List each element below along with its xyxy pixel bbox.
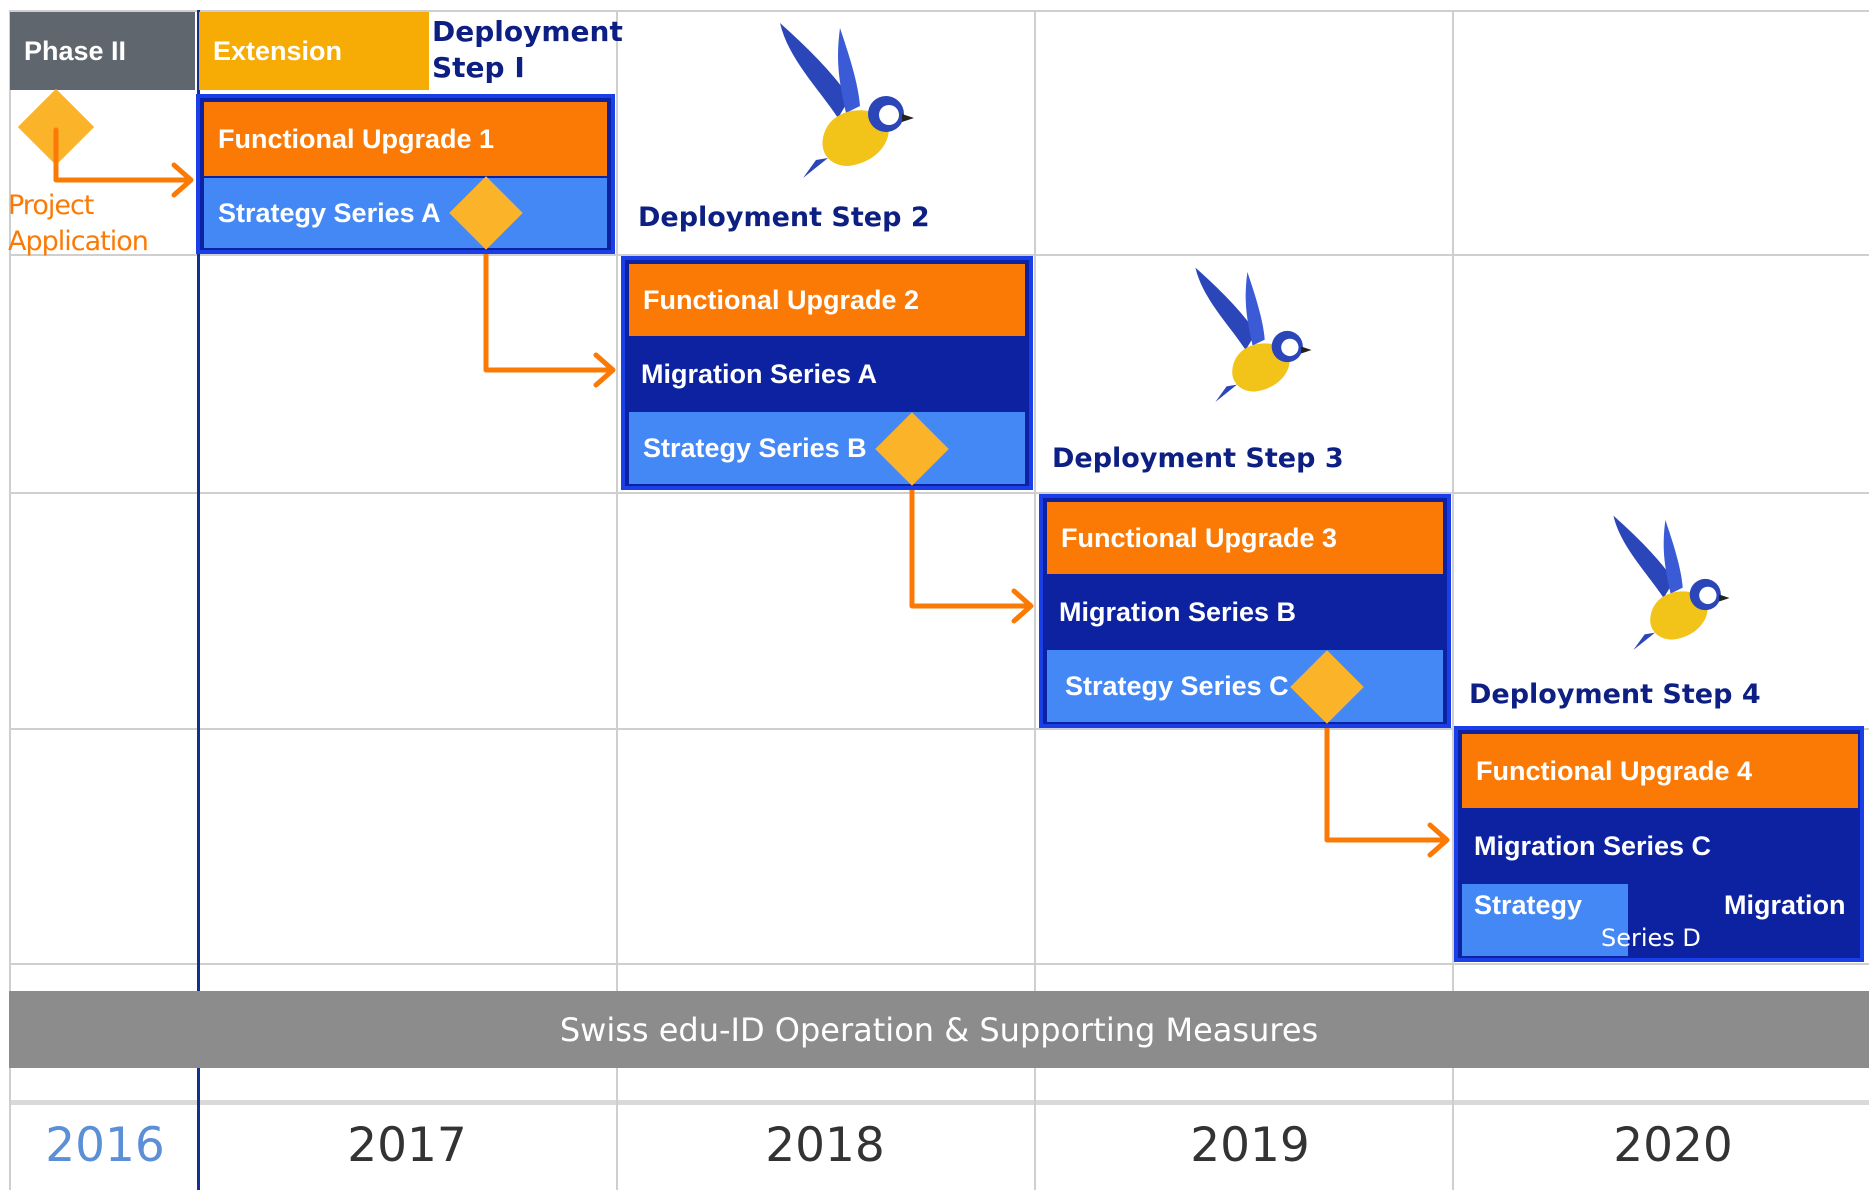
phase-label: Phase II bbox=[10, 12, 195, 90]
functional-upgrade-2: Functional Upgrade 2 bbox=[629, 264, 1025, 336]
grid-row-line-2 bbox=[10, 492, 1869, 494]
grid-top-line bbox=[10, 10, 1869, 12]
arrow-head-step1 bbox=[171, 162, 194, 198]
bird-icon bbox=[780, 23, 914, 178]
year-2019: 2019 bbox=[1190, 1118, 1310, 1173]
grid-row-line-4 bbox=[10, 963, 1869, 965]
functional-upgrade-4: Functional Upgrade 4 bbox=[1462, 734, 1858, 808]
deployment-step-3-label: Deployment Step 3 bbox=[1052, 443, 1344, 474]
year-2017: 2017 bbox=[347, 1118, 467, 1173]
arrow-head-step3 bbox=[1011, 588, 1034, 624]
operation-bar: Swiss edu-ID Operation & Supporting Meas… bbox=[9, 991, 1869, 1068]
migration-series-c: Migration Series C bbox=[1460, 810, 1858, 882]
project-application-line1: Project bbox=[8, 190, 94, 221]
migration-series-b: Migration Series B bbox=[1045, 576, 1445, 648]
arrow-to-step4 bbox=[1324, 719, 1449, 843]
year-2018: 2018 bbox=[765, 1118, 885, 1173]
migration-d-label: Migration bbox=[1724, 890, 1846, 920]
strategy-series-c: Strategy Series C bbox=[1047, 650, 1443, 722]
step2-box: Functional Upgrade 2 Migration Series A … bbox=[621, 256, 1033, 490]
strategy-d-label: Strategy bbox=[1474, 890, 1583, 920]
grid-row-line-5 bbox=[10, 1100, 1869, 1105]
step4-box: Functional Upgrade 4 Migration Series C … bbox=[1454, 726, 1864, 962]
grid-row-line-3 bbox=[10, 728, 1869, 730]
grid-row-line-1 bbox=[10, 254, 1869, 256]
extension-label: Extension bbox=[199, 12, 429, 90]
migration-series-a: Migration Series A bbox=[627, 338, 1027, 410]
grid-col-line-2020 bbox=[1452, 10, 1454, 1190]
functional-upgrade-3: Functional Upgrade 3 bbox=[1047, 502, 1443, 574]
functional-upgrade-1: Functional Upgrade 1 bbox=[204, 102, 607, 176]
arrow-to-step3 bbox=[909, 482, 1033, 609]
arrow-to-step1 bbox=[53, 127, 193, 183]
phase-start-line bbox=[197, 10, 200, 1190]
strategy-series-a: Strategy Series A bbox=[204, 178, 607, 248]
bird-icon bbox=[1195, 267, 1312, 402]
year-2020: 2020 bbox=[1613, 1118, 1733, 1173]
grid-col-line-2018 bbox=[616, 10, 618, 1190]
deployment-step-4-label: Deployment Step 4 bbox=[1469, 679, 1761, 710]
year-2016: 2016 bbox=[45, 1118, 165, 1173]
step1-box: Functional Upgrade 1 Strategy Series A bbox=[196, 94, 615, 254]
deployment-step-1-label: Deployment Step I bbox=[432, 15, 623, 84]
arrow-head-step4 bbox=[1427, 822, 1450, 858]
deployment-step-2-label: Deployment Step 2 bbox=[638, 202, 930, 233]
series-d-label: Series D bbox=[1601, 924, 1701, 952]
grid-col-line-2019 bbox=[1034, 10, 1036, 1190]
operation-bar-label: Swiss edu-ID Operation & Supporting Meas… bbox=[559, 1010, 1319, 1049]
project-application-label: Project Application bbox=[8, 188, 149, 260]
bird-icon bbox=[1613, 515, 1730, 650]
strategy-series-d-block bbox=[1462, 884, 1628, 956]
arrow-to-step2 bbox=[483, 247, 615, 373]
step3-box: Functional Upgrade 3 Migration Series B … bbox=[1039, 494, 1451, 728]
project-application-line2: Application bbox=[8, 226, 149, 257]
strategy-series-b: Strategy Series B bbox=[629, 412, 1025, 484]
arrow-head-step2 bbox=[593, 352, 616, 388]
grid-left-edge bbox=[9, 10, 11, 1190]
